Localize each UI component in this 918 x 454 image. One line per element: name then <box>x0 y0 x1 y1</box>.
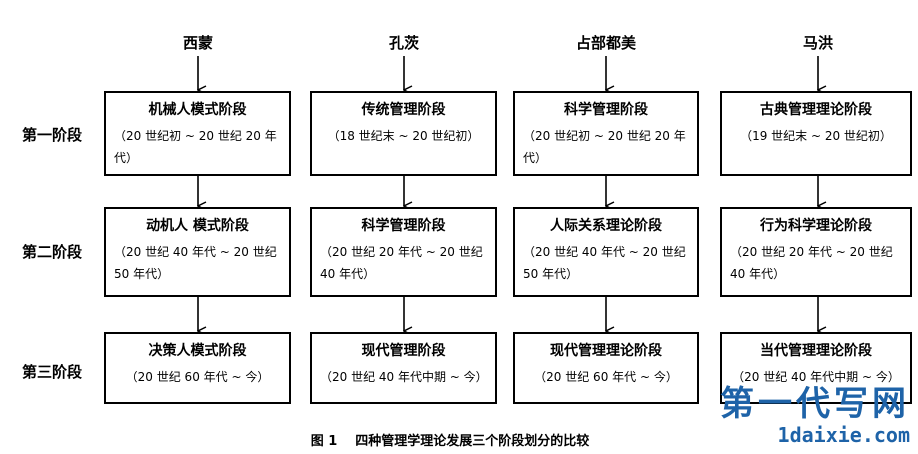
column-header-ximeng: 西蒙 <box>182 34 213 52</box>
figure-title: 四种管理学理论发展三个阶段划分的比较 <box>355 434 590 449</box>
column-header-mahong: 马洪 <box>802 34 833 52</box>
stage-box-period: （20 世纪 20 年代 ~ 20 世纪 40 年代） <box>320 245 483 281</box>
stage-box-period: （20 世纪初 ~ 20 世纪 20 年代） <box>114 129 277 165</box>
stage-box-mahong-2: 行为科学理论阶段 （20 世纪 20 年代 ~ 20 世纪 40 年代） <box>720 207 912 297</box>
stage-box-title: 传统管理阶段 <box>361 102 446 118</box>
stage-box-period: （19 世纪末 ~ 20 世纪初） <box>740 129 892 143</box>
stage-box-title: 科学管理阶段 <box>361 218 446 234</box>
stage-box-title: 现代管理阶段 <box>361 343 446 359</box>
stage-box-zhanbu-1: 科学管理阶段 （20 世纪初 ~ 20 世纪 20 年代） <box>513 91 699 176</box>
stage-box-zhanbu-2: 人际关系理论阶段 （20 世纪 40 年代 ~ 20 世纪 50 年代） <box>513 207 699 297</box>
stage-box-kongci-1: 传统管理阶段 （18 世纪末 ~ 20 世纪初） <box>310 91 497 176</box>
stage-box-ximeng-2: 动机人 模式阶段 （20 世纪 40 年代 ~ 20 世纪 50 年代） <box>104 207 291 297</box>
stage-box-period: （20 世纪 40 年代中期 ~ 今） <box>732 370 900 384</box>
stage-box-title: 动机人 模式阶段 <box>146 218 249 234</box>
watermark-url: 1daixie.com <box>777 423 910 447</box>
stage-box-title: 现代管理理论阶段 <box>550 343 662 359</box>
stage-box-title: 机械人模式阶段 <box>148 102 247 118</box>
stage-box-period: （20 世纪 60 年代 ~ 今） <box>125 370 270 384</box>
figure-caption: 图 1 四种管理学理论发展三个阶段划分的比较 <box>0 430 918 449</box>
column-header-kongci: 孔茨 <box>388 34 419 52</box>
stage-label-3: 第三阶段 <box>22 363 83 381</box>
stage-box-title: 当代管理理论阶段 <box>760 343 872 359</box>
stage-box-title: 行为科学理论阶段 <box>760 218 872 234</box>
stage-box-period: （18 世纪末 ~ 20 世纪初） <box>327 129 480 143</box>
stage-box-period: （20 世纪初 ~ 20 世纪 20 年代） <box>523 129 686 165</box>
stage-box-period: （20 世纪 40 年代 ~ 20 世纪 50 年代） <box>523 245 686 281</box>
stage-label-1: 第一阶段 <box>22 126 83 144</box>
column-header-zhanbu: 占部都美 <box>575 34 636 52</box>
stage-box-kongci-2: 科学管理阶段 （20 世纪 20 年代 ~ 20 世纪 40 年代） <box>310 207 497 297</box>
stage-box-period: （20 世纪 40 年代 ~ 20 世纪 50 年代） <box>114 245 277 281</box>
stage-box-period: （20 世纪 40 年代中期 ~ 今） <box>320 370 488 384</box>
watermark: 第一代写网 1daixie.com <box>720 385 910 447</box>
figure-number: 图 1 <box>310 434 338 449</box>
stage-box-period: （20 世纪 20 年代 ~ 20 世纪 40 年代） <box>730 245 893 281</box>
stage-box-zhanbu-3: 现代管理理论阶段 （20 世纪 60 年代 ~ 今） <box>513 332 699 404</box>
stage-box-kongci-3: 现代管理阶段 （20 世纪 40 年代中期 ~ 今） <box>310 332 497 404</box>
stage-box-ximeng-1: 机械人模式阶段 （20 世纪初 ~ 20 世纪 20 年代） <box>104 91 291 176</box>
stage-box-title: 人际关系理论阶段 <box>550 218 662 234</box>
watermark-name: 第一代写网 <box>720 384 910 424</box>
stage-label-2: 第二阶段 <box>22 243 83 261</box>
stage-box-title: 科学管理阶段 <box>564 102 648 118</box>
stage-box-mahong-3: 当代管理理论阶段 （20 世纪 40 年代中期 ~ 今） <box>720 332 912 404</box>
stage-box-title: 决策人模式阶段 <box>148 343 247 359</box>
stage-box-ximeng-3: 决策人模式阶段 （20 世纪 60 年代 ~ 今） <box>104 332 291 404</box>
stage-box-period: （20 世纪 60 年代 ~ 今） <box>534 370 678 384</box>
stage-box-mahong-1: 古典管理理论阶段 （19 世纪末 ~ 20 世纪初） <box>720 91 912 176</box>
stage-box-title: 古典管理理论阶段 <box>760 102 872 118</box>
